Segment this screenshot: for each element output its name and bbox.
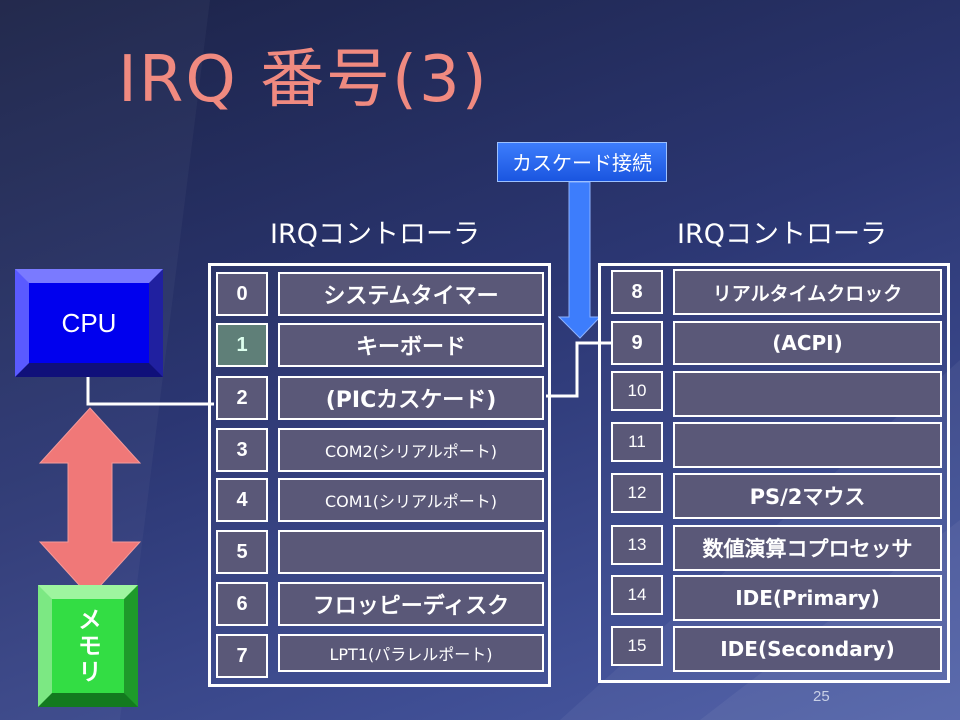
irq-device (278, 530, 544, 574)
irq-number: 4 (216, 478, 268, 522)
irq-number: 14 (611, 575, 663, 615)
controller-1-panel (208, 263, 551, 687)
irq-number: 2 (216, 376, 268, 420)
irq-number: 9 (611, 321, 663, 365)
irq-device (673, 422, 942, 468)
irq-number: 11 (611, 422, 663, 462)
irq-device: COM1(シリアルポート) (278, 478, 544, 522)
memory-label: メモリ (73, 607, 102, 685)
irq-device: PS/2マウス (673, 473, 942, 519)
memory-box: メモリ (38, 585, 138, 707)
irq-number: 15 (611, 626, 663, 666)
page-title: IRQ 番号(3) (118, 43, 489, 117)
irq-device: IDE(Primary) (673, 575, 942, 621)
irq-device: COM2(シリアルポート) (278, 428, 544, 472)
cascade-callout: カスケード接続 (497, 142, 667, 182)
irq-device: (PICカスケード) (278, 376, 544, 420)
cpu-label: CPU (61, 307, 117, 338)
irq-device: システムタイマー (278, 272, 544, 316)
irq-device: フロッピーディスク (278, 582, 544, 626)
irq-number: 7 (216, 634, 268, 678)
irq-device: (ACPI) (673, 321, 942, 365)
irq-number: 5 (216, 530, 268, 574)
irq-device: 数値演算コプロセッサ (673, 525, 942, 571)
irq-number: 0 (216, 272, 268, 316)
irq-device (673, 371, 942, 417)
cascade-arrow (557, 181, 602, 339)
irq-number: 6 (216, 582, 268, 626)
irq-device: LPT1(パラレルポート) (278, 634, 544, 672)
irq-device: リアルタイムクロック (673, 269, 942, 315)
irq-device: IDE(Secondary) (673, 626, 942, 672)
irq-number: 8 (611, 270, 663, 314)
controller-2-panel (598, 263, 950, 683)
irq-number: 1 (216, 323, 268, 367)
controller-1-label: IRQコントローラ (270, 219, 480, 250)
page-number: 25 (813, 688, 830, 705)
cpu-box: CPU (15, 269, 163, 377)
bus-double-arrow (38, 407, 142, 598)
controller-2-label: IRQコントローラ (677, 219, 887, 250)
irq-number: 13 (611, 525, 663, 565)
irq-number: 12 (611, 473, 663, 513)
irq-device: キーボード (278, 323, 544, 367)
irq-number: 3 (216, 428, 268, 472)
irq-number: 10 (611, 371, 663, 411)
